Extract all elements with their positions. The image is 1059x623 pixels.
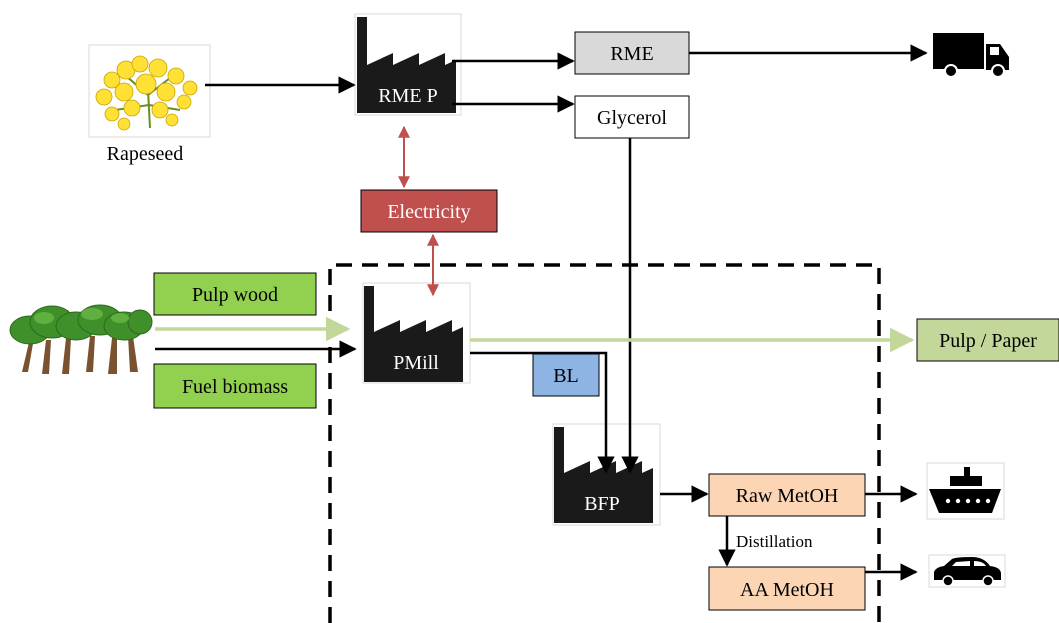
rapeseed-label: Rapeseed	[107, 143, 184, 165]
rapeseed-flower-image	[88, 44, 211, 138]
ship-icon	[926, 462, 1005, 520]
bl-box	[532, 353, 600, 397]
fuel-biomass-label: Fuel biomass	[182, 376, 288, 398]
pulp-paper-box	[916, 318, 1059, 362]
factory-rme-p	[354, 13, 462, 116]
raw-metoh-box	[708, 473, 866, 517]
electricity-box	[360, 189, 498, 233]
aa-metoh-label: AA MetOH	[740, 579, 834, 601]
pulp-wood-label: Pulp wood	[192, 284, 278, 306]
distillation-label: Distillation	[736, 532, 813, 551]
forest-trees-image	[9, 286, 153, 384]
rme-p-label: RME P	[378, 85, 437, 107]
pmill-label: PMill	[393, 352, 439, 374]
pulp-paper-label: Pulp / Paper	[939, 330, 1037, 352]
pulp-wood-box	[153, 272, 317, 316]
aa-metoh-box	[708, 566, 866, 611]
car-icon	[928, 554, 1006, 588]
raw-metoh-label: Raw MetOH	[736, 485, 839, 507]
factory-pmill	[362, 282, 471, 384]
rme-box	[574, 31, 690, 75]
bfp-label: BFP	[584, 493, 620, 515]
rme-label: RME	[610, 43, 653, 65]
electricity-label: Electricity	[387, 201, 470, 223]
glycerol-box	[574, 95, 690, 139]
glycerol-label: Glycerol	[597, 107, 667, 129]
system-boundary	[328, 263, 881, 623]
fuel-biomass-box	[153, 363, 317, 409]
factory-bfp	[552, 423, 661, 526]
truck-icon	[933, 33, 1009, 78]
arrow-pmill-to-bfp	[470, 351, 615, 474]
bl-label: BL	[553, 365, 579, 387]
